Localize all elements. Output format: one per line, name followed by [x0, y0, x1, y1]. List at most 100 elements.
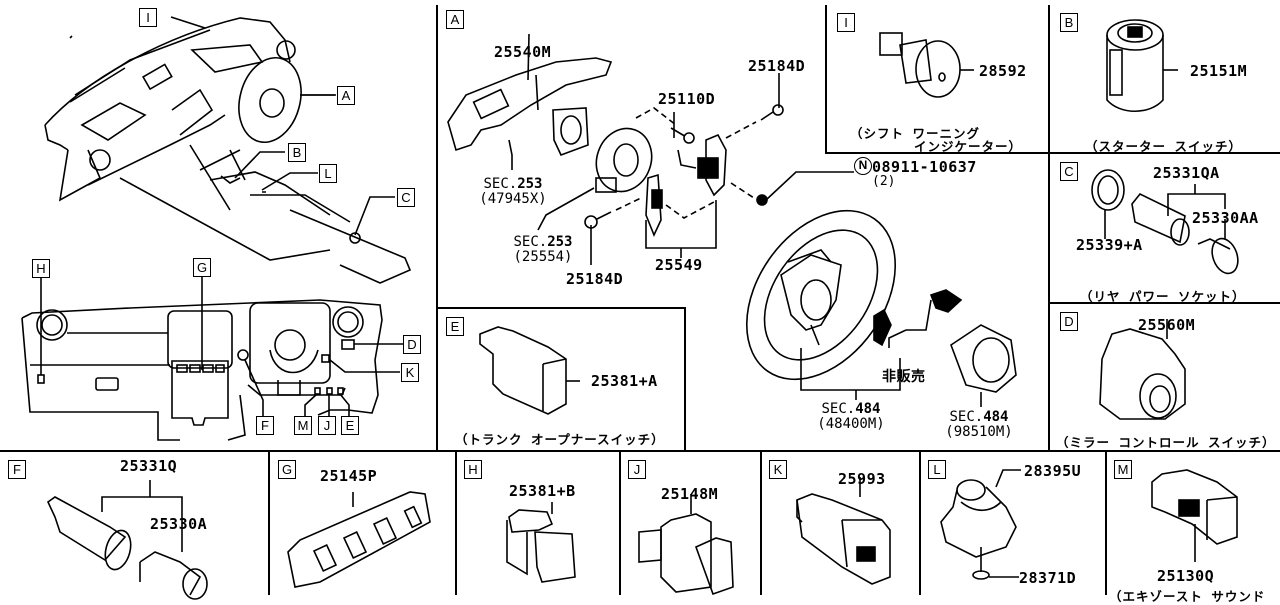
caption: （リヤ パワー ソケット）: [1080, 289, 1246, 304]
panel-M-key: M: [1114, 460, 1132, 479]
part-number-25540M[interactable]: 25540M: [494, 43, 552, 61]
divider: [919, 450, 921, 595]
panel-H-key: H: [464, 460, 482, 479]
panel-I-key: I: [837, 13, 855, 32]
panel-F-power-socket: F 25331Q 25330A: [0, 452, 268, 600]
divider: [1105, 450, 1107, 595]
divider: [1048, 302, 1280, 304]
caption-line1: （シフト ワーニング: [850, 126, 981, 141]
divider: [825, 152, 1280, 154]
panel-I-shift-warning-indicator: I 28592 （シフト ワーニング インジケーター）: [826, 5, 1048, 154]
part-number-25381+A[interactable]: 25381+A: [591, 372, 658, 390]
panel-J-key: J: [628, 460, 646, 479]
callout-I[interactable]: I: [139, 8, 157, 27]
divider: [684, 307, 686, 450]
panel-C-key: C: [1060, 162, 1078, 181]
panel-B-starter-switch: B 25151M （スターター スイッチ）: [1050, 5, 1280, 154]
divider: [619, 450, 621, 595]
power-socket-drawing: [1091, 169, 1239, 275]
part-number-25330AA[interactable]: 25330AA: [1192, 209, 1259, 227]
combination-switch-shape: [447, 57, 613, 152]
sec-253-47945X[interactable]: SEC.253(47945X): [479, 176, 547, 207]
overview-panel: I A B L C H G D K F M J E: [0, 0, 436, 450]
starter-switch-drawing: [1106, 19, 1178, 112]
panel-H-switch: H 25381+B: [457, 452, 619, 595]
part-number-25331Q[interactable]: 25331Q: [120, 457, 178, 475]
sec-484-48400M[interactable]: SEC.484(48400M): [817, 401, 885, 432]
divider: [455, 450, 457, 595]
divider: [268, 450, 270, 595]
callout-M[interactable]: M: [294, 416, 312, 435]
callout-H[interactable]: H: [32, 259, 50, 278]
indicator-drawing: [879, 32, 974, 98]
callout-G[interactable]: G: [193, 258, 211, 277]
divider: [1048, 5, 1050, 450]
part-number-25110D[interactable]: 25110D: [658, 90, 716, 108]
panel-J-switch: J 25148M: [621, 452, 760, 596]
part-number-08911-10637[interactable]: 08911-10637: [872, 158, 977, 176]
part-number-25560M[interactable]: 25560M: [1138, 316, 1196, 334]
callout-L[interactable]: L: [319, 164, 337, 183]
sec-484-98510M[interactable]: SEC.484(98510M): [945, 409, 1013, 440]
divider: [436, 5, 438, 450]
divider: [436, 307, 686, 309]
part-number-25549[interactable]: 25549: [655, 256, 703, 274]
divider: [760, 450, 762, 595]
panel-L-key: L: [928, 460, 946, 479]
callout-J[interactable]: J: [318, 416, 336, 435]
caption-line2: インジケーター）: [914, 139, 1023, 154]
panel-A-key: A: [446, 10, 464, 29]
panel-F-key: F: [8, 460, 26, 479]
part-number-25993[interactable]: 25993: [838, 470, 886, 488]
switch-drawing: [506, 502, 576, 583]
panel-G-key: G: [278, 460, 296, 479]
callout-A[interactable]: A: [337, 86, 355, 105]
trunk-switch-drawing: [479, 326, 580, 415]
panel-B-key: B: [1060, 13, 1078, 32]
callout-F[interactable]: F: [256, 416, 274, 435]
panel-K-switch: K 25993: [762, 452, 919, 595]
divider: [0, 450, 1280, 452]
part-number-25148M[interactable]: 25148M: [661, 485, 719, 503]
panel-E-key: E: [446, 317, 464, 336]
mirror-switch-drawing: [1099, 319, 1186, 420]
part-number-25130Q[interactable]: 25130Q: [1157, 567, 1215, 585]
sec-253-25554[interactable]: SEC.253(25554): [513, 234, 573, 265]
callout-E[interactable]: E: [341, 416, 359, 435]
switch-panel-drawing: [287, 491, 431, 588]
ac-switch-drawing: [638, 494, 734, 596]
steering-assembly-drawing: [447, 33, 1017, 407]
panel-G-switch-panel: G 25145P: [270, 452, 455, 595]
not-for-sale-label: 非販売: [882, 369, 926, 385]
switch-drawing: [796, 477, 891, 585]
callout-B[interactable]: B: [288, 143, 306, 162]
callout-D[interactable]: D: [403, 335, 421, 354]
divider: [825, 5, 827, 153]
caption: （トランク オープナースイッチ）: [455, 432, 665, 447]
nut-symbol-N: N: [854, 157, 872, 175]
part-number-25330A[interactable]: 25330A: [150, 515, 208, 533]
callout-C[interactable]: C: [397, 188, 415, 207]
part-number-25145P[interactable]: 25145P: [320, 467, 378, 485]
part-number-25381+B[interactable]: 25381+B: [509, 482, 576, 500]
part-number-25151M[interactable]: 25151M: [1190, 62, 1248, 80]
dashboard-perspective-drawing: [21, 16, 412, 441]
part-number-28395U[interactable]: 28395U: [1024, 462, 1082, 480]
nut-quantity: (2): [872, 174, 896, 189]
part-number-25184D-bottom[interactable]: 25184D: [566, 270, 624, 288]
panel-D-mirror-control-switch: D 25560M （ミラー コントロール スイッチ）: [1050, 304, 1280, 450]
caption: （ミラー コントロール スイッチ）: [1056, 435, 1276, 450]
part-number-28371D[interactable]: 28371D: [1019, 569, 1077, 587]
panel-E-trunk-opener-switch: E 25381+A （トランク オープナースイッチ）: [438, 309, 684, 450]
part-number-28592[interactable]: 28592: [979, 62, 1027, 80]
part-number-25184D-top[interactable]: 25184D: [748, 57, 806, 75]
panel-D-key: D: [1060, 312, 1078, 331]
part-number-25331QA[interactable]: 25331QA: [1153, 164, 1220, 182]
controller-drawing: [940, 469, 1021, 580]
callout-K[interactable]: K: [401, 363, 419, 382]
panel-A-steering: A 25540M 25184D 25110D SEC.253(47945X) S…: [436, 0, 1048, 407]
panel-C-rear-power-socket: C 25331QA 25330AA 25339+A （リヤ パワー ソケット）: [1050, 154, 1280, 304]
caption: （スターター スイッチ）: [1085, 139, 1243, 154]
panel-M-exhaust-sound-switch: M 25130Q （エキゾースト サウンド: [1107, 452, 1280, 604]
part-number-25339+A[interactable]: 25339+A: [1076, 236, 1143, 254]
